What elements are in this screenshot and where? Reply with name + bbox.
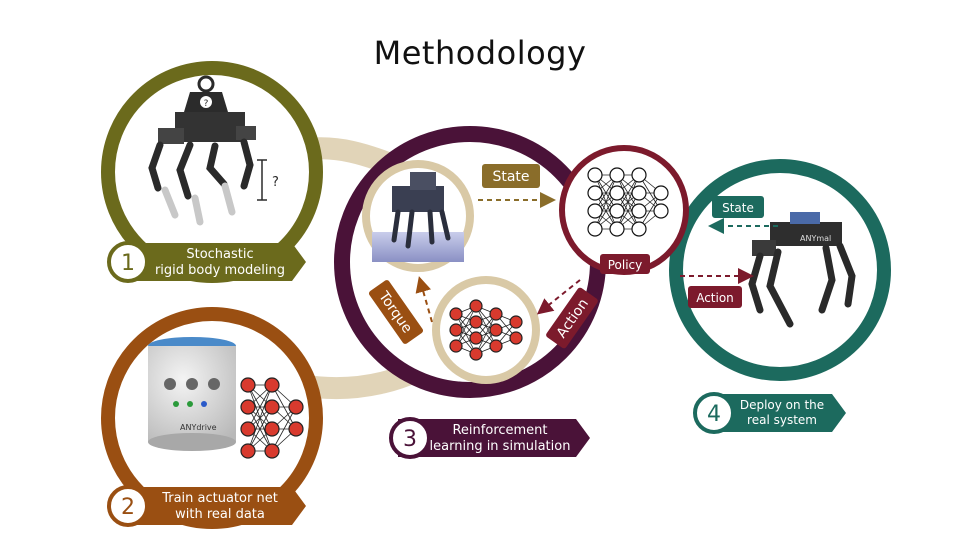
net-node — [264, 443, 280, 459]
net-edge — [475, 313, 497, 355]
net-node — [587, 167, 603, 183]
net-node — [587, 203, 603, 219]
torque-actuator-net-icon — [432, 276, 540, 384]
net-node — [240, 377, 256, 393]
torque-arrow — [415, 276, 433, 323]
net-node — [631, 221, 647, 237]
net-edge — [247, 384, 273, 452]
step-2-banner: 2 Train actuator net with real data — [107, 485, 306, 527]
net-node — [609, 203, 625, 219]
net-node — [240, 443, 256, 459]
net-node — [489, 323, 503, 337]
svg-text:?: ? — [204, 99, 209, 109]
net-node — [509, 331, 523, 345]
net-node — [489, 307, 503, 321]
net-node — [609, 167, 625, 183]
step-2-panel: ANYdrive — [101, 307, 323, 529]
step-1-number: 1 — [121, 251, 135, 276]
actuator-net-icon — [240, 377, 304, 459]
net-edge — [247, 384, 273, 430]
step-3-banner: 3 Reinforcement learning in simulation — [389, 417, 590, 459]
step-1-line1: Stochastic — [186, 247, 253, 262]
step-4-line2: real system — [747, 413, 817, 427]
step-3-panel — [334, 126, 606, 398]
net-node — [240, 421, 256, 437]
step-4-banner: 4 Deploy on the real system — [693, 392, 846, 434]
step-2-line2: with real data — [175, 507, 265, 522]
action-real-label: Action — [688, 286, 742, 308]
net-node — [264, 377, 280, 393]
step-1-panel: ? ? — [101, 61, 323, 283]
net-node — [653, 185, 669, 201]
step-3-line2: learning in simulation — [430, 439, 571, 454]
step-3-line1: Reinforcement — [452, 423, 547, 438]
state-real-label: State — [712, 196, 764, 218]
action-sim-label: Action — [546, 287, 598, 349]
net-node — [489, 339, 503, 353]
policy-net-icon — [587, 167, 669, 237]
net-node — [449, 339, 463, 353]
net-node — [288, 399, 304, 415]
simulation-robot-icon — [362, 160, 474, 272]
net-edge — [271, 406, 297, 452]
svg-text:State: State — [722, 201, 754, 215]
net-edge — [247, 406, 273, 452]
svg-text:ANYdrive: ANYdrive — [180, 423, 217, 432]
net-node — [449, 323, 463, 337]
svg-text:ANYmal: ANYmal — [800, 234, 831, 243]
svg-text:State: State — [492, 169, 529, 185]
net-edge — [616, 174, 640, 230]
net-node — [264, 399, 280, 415]
weight-question-icon: ? — [184, 75, 228, 112]
policy-panel: Policy — [559, 145, 689, 275]
step-4-panel: ANYmal State Action — [669, 159, 891, 381]
rigid-body-robot-icon: ? — [148, 112, 279, 226]
svg-text:?: ? — [272, 175, 279, 190]
step-4-number: 4 — [707, 402, 721, 427]
net-node — [469, 299, 483, 313]
net-node — [609, 221, 625, 237]
net-node — [264, 421, 280, 437]
net-node — [469, 331, 483, 345]
state-sim-label: State — [482, 164, 540, 188]
svg-text:Action: Action — [696, 291, 734, 305]
net-node — [469, 315, 483, 329]
net-node — [587, 221, 603, 237]
slide-title: Methodology — [373, 34, 587, 72]
actuator-icon: ANYdrive — [148, 337, 236, 451]
quadruped-robot-icon: ANYmal — [748, 212, 856, 328]
net-node — [449, 307, 463, 321]
step-3-number: 3 — [403, 427, 417, 452]
step-1-line2: rigid body modeling — [155, 263, 285, 278]
net-node — [469, 347, 483, 361]
net-node — [587, 185, 603, 201]
net-node — [631, 185, 647, 201]
net-node — [609, 185, 625, 201]
step-1-banner: 1 Stochastic rigid body modeling — [107, 241, 306, 283]
step-4-line1: Deploy on the — [740, 398, 824, 412]
net-node — [288, 421, 304, 437]
net-node — [631, 203, 647, 219]
net-edge — [594, 174, 618, 230]
net-node — [509, 315, 523, 329]
net-node — [631, 167, 647, 183]
step-2-number: 2 — [121, 495, 135, 520]
net-edge — [455, 305, 477, 347]
net-node — [653, 203, 669, 219]
step-2-line1: Train actuator net — [161, 491, 278, 506]
net-node — [240, 399, 256, 415]
policy-label: Policy — [608, 258, 643, 272]
